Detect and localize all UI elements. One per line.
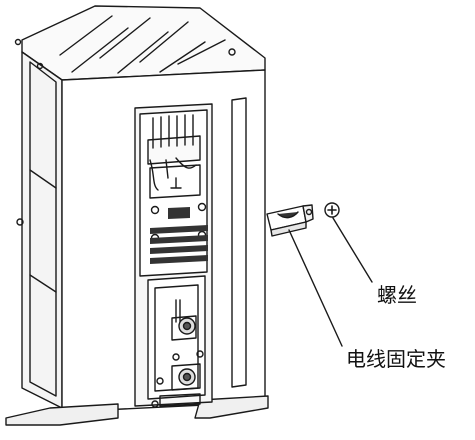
grille-divider [29,169,57,293]
clamp-slot [277,211,299,219]
terminal-pins [152,114,194,149]
leader-line-screw [332,217,373,283]
label-cable-clamp: 电线固定夹 [346,347,446,371]
valve-body [171,315,197,341]
bottom-plate [159,393,201,407]
clamp-front [270,221,307,237]
screw-part [324,202,340,218]
unit-top-lid [21,5,266,81]
ground-mark [170,177,182,189]
component-box [149,164,201,199]
service-valve-lower-core [182,372,192,382]
side-screw [16,218,24,226]
valve-body [171,363,201,391]
valve-compartment [147,275,206,400]
right-strip [231,97,247,388]
valve-small-screw [172,353,180,361]
valve-small-screw [196,350,204,358]
screw-cross [327,205,337,215]
label-screw: 螺丝 [377,283,417,307]
leader-line-clamp [288,229,343,347]
cable-clamp-part [266,204,314,237]
service-valve-upper-core [182,321,192,331]
base-foot [194,395,269,419]
top-groove [59,15,226,65]
terminal-block [147,135,201,165]
top-screw [36,62,44,70]
top-screw [14,38,22,46]
electrical-panel [134,103,213,408]
bottom-screw [151,400,159,408]
terminal-wire [149,157,197,191]
panel-screw [197,202,207,212]
valve-small-screw [156,377,164,385]
top-groove [71,27,206,74]
panel-screw [150,205,160,215]
base-foot [5,403,119,426]
clamp-hole [305,208,313,216]
panel-vents [150,207,208,264]
front-screw [228,48,236,56]
